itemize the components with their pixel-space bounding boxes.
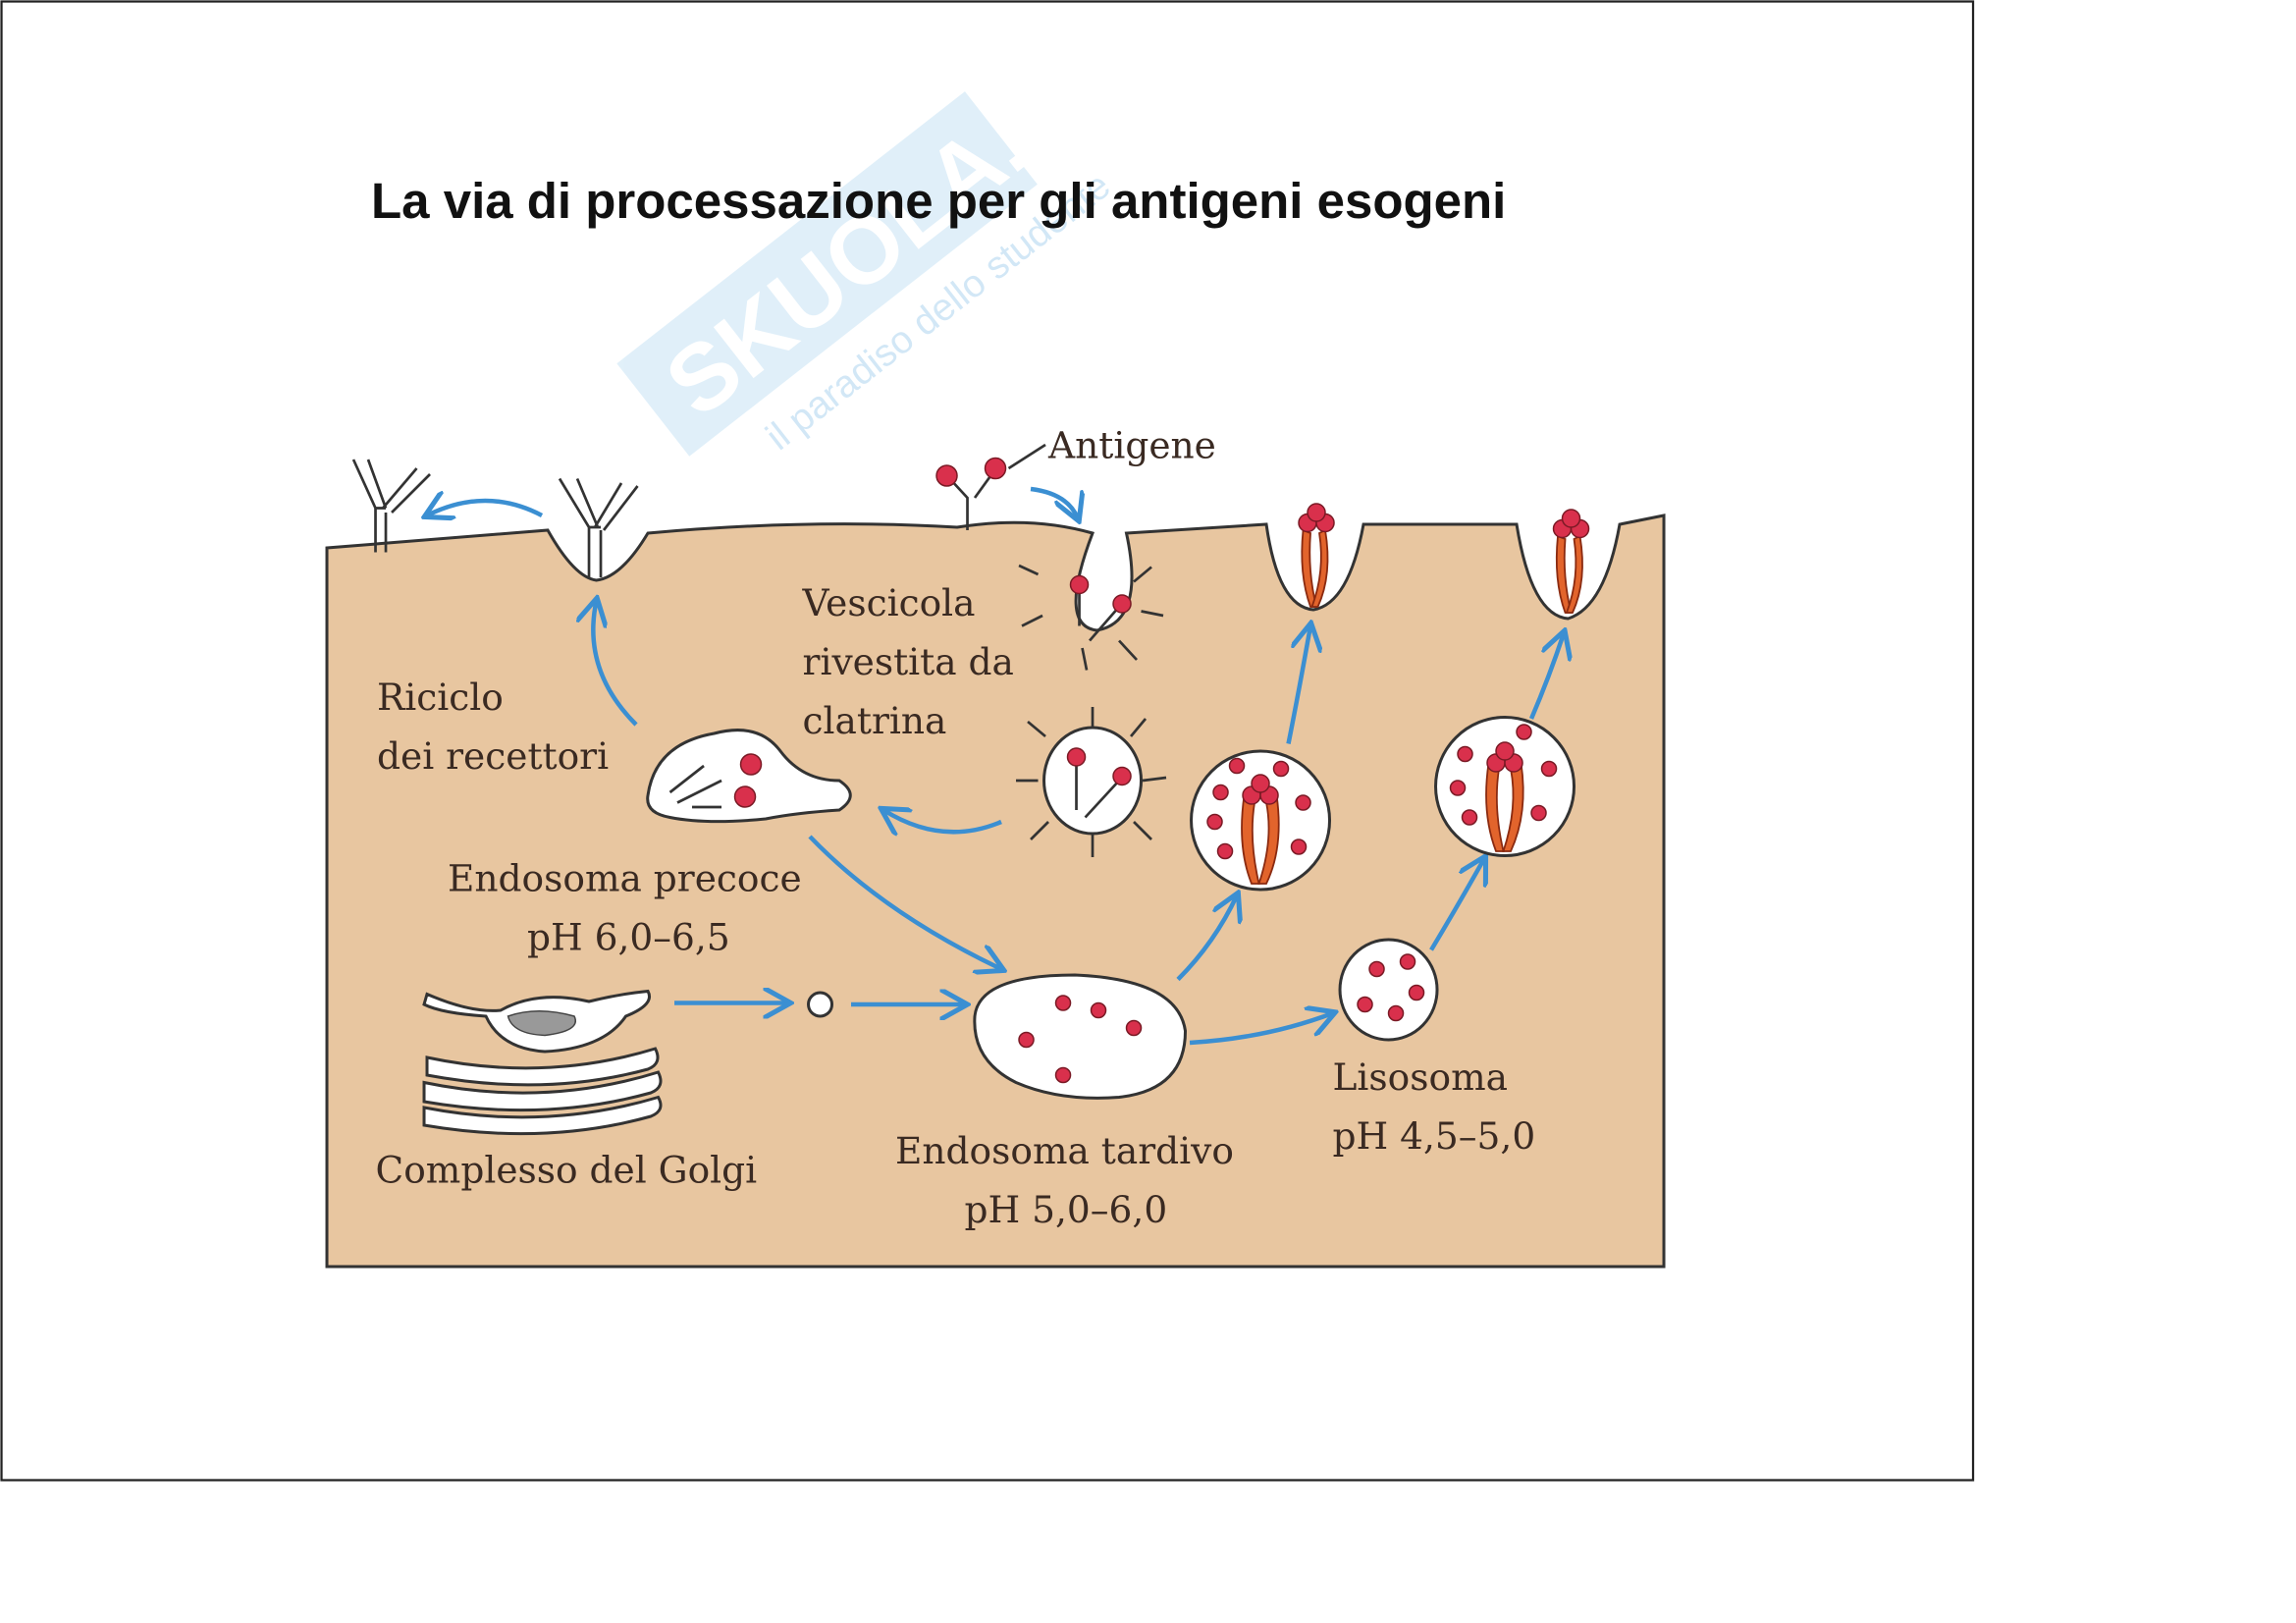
label-lisosoma-ph: pH 4,5–5,0: [1333, 1114, 1536, 1158]
lysosome: [1338, 938, 1439, 1042]
label-endosoma-tardivo: Endosoma tardivo: [895, 1129, 1234, 1172]
arrow-late-to-lysosome: [1189, 1013, 1333, 1046]
coated-vesicle: [1016, 707, 1167, 857]
label-antigene: Antigene: [1047, 424, 1216, 467]
arrow-to-early-endosome: [883, 810, 1002, 832]
arrow-endocytosis: [1030, 486, 1078, 518]
golgi-complex: [422, 989, 663, 1136]
label-lisosoma: Lisosoma: [1333, 1055, 1508, 1099]
arrow-late-to-mhc-compartment: [1176, 895, 1237, 982]
mhc-compartment-2: [1434, 716, 1576, 857]
arrow-recycle-surface: [427, 501, 544, 515]
coated-vesicle-budding: [1018, 564, 1164, 671]
arrow-lysosome-to-mhc-compartment: [1429, 859, 1484, 951]
label-riciclo: dei recettori: [377, 734, 609, 778]
label-endosoma-precoce-ph: pH 6,0–6,5: [527, 916, 730, 959]
mhc-compartment-1: [1190, 749, 1332, 892]
label-endosoma-tardivo-ph: pH 5,0–6,0: [965, 1188, 1168, 1231]
early-endosome: [646, 729, 852, 824]
arrow-mhc-to-surface-2: [1528, 633, 1564, 720]
arrow-recycle-up: [593, 601, 638, 727]
label-golgi: Complesso del Golgi: [376, 1149, 758, 1192]
late-endosome: [973, 973, 1188, 1100]
antigen-receptor: [935, 443, 1046, 530]
label-vescicola: clatrina: [803, 699, 947, 742]
receptor-recycled: [351, 459, 639, 577]
label-endosoma-precoce: Endosoma precoce: [448, 857, 802, 900]
page-title: La via di processazione per gli antigeni…: [371, 173, 1506, 229]
label-vescicola: rivestita da: [803, 640, 1014, 683]
arrow-mhc-to-surface-1: [1286, 626, 1311, 744]
surface-mhc-1: [1298, 503, 1335, 608]
transport-vesicle: [807, 991, 834, 1018]
arrow-early-to-late: [808, 835, 1001, 969]
label-riciclo: Riciclo: [377, 676, 504, 719]
surface-mhc-2: [1552, 509, 1590, 614]
label-vescicola: Vescicola: [802, 581, 976, 624]
